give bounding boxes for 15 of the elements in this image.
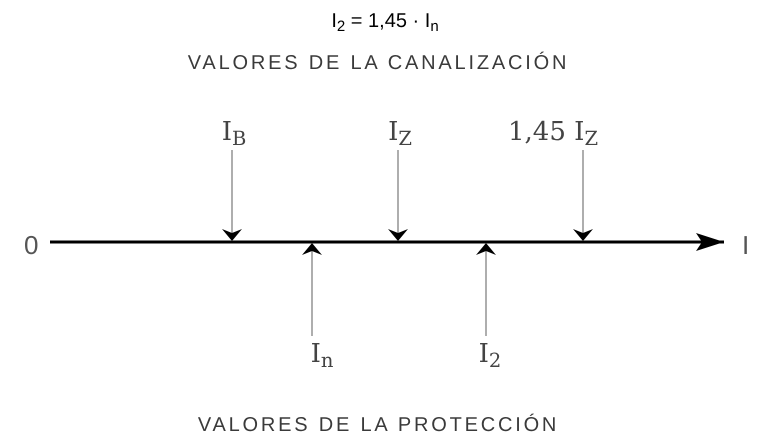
- current-label: I$_{B}$: [204, 114, 264, 150]
- formula: I$_{2}$ = 1,45 · I$_{n}$: [330, 9, 440, 36]
- arrow: [573, 150, 593, 241]
- arrow: [222, 150, 242, 241]
- arrow: [476, 243, 496, 336]
- current-label: I$_{2}$: [460, 336, 520, 372]
- heading: VALORES DE LA PROTECCIÓN: [196, 412, 560, 438]
- heading: VALORES DE LA CANALIZACIÓN: [186, 50, 570, 76]
- current-label: I$_{n}$: [292, 336, 352, 372]
- axis-label: 0: [24, 229, 38, 262]
- axis-label: I: [742, 229, 750, 262]
- current-label: 1,45 I$_{Z}$: [493, 114, 613, 150]
- current-label: I$_{Z}$: [370, 114, 430, 150]
- arrow: [302, 243, 322, 336]
- arrow: [388, 150, 408, 241]
